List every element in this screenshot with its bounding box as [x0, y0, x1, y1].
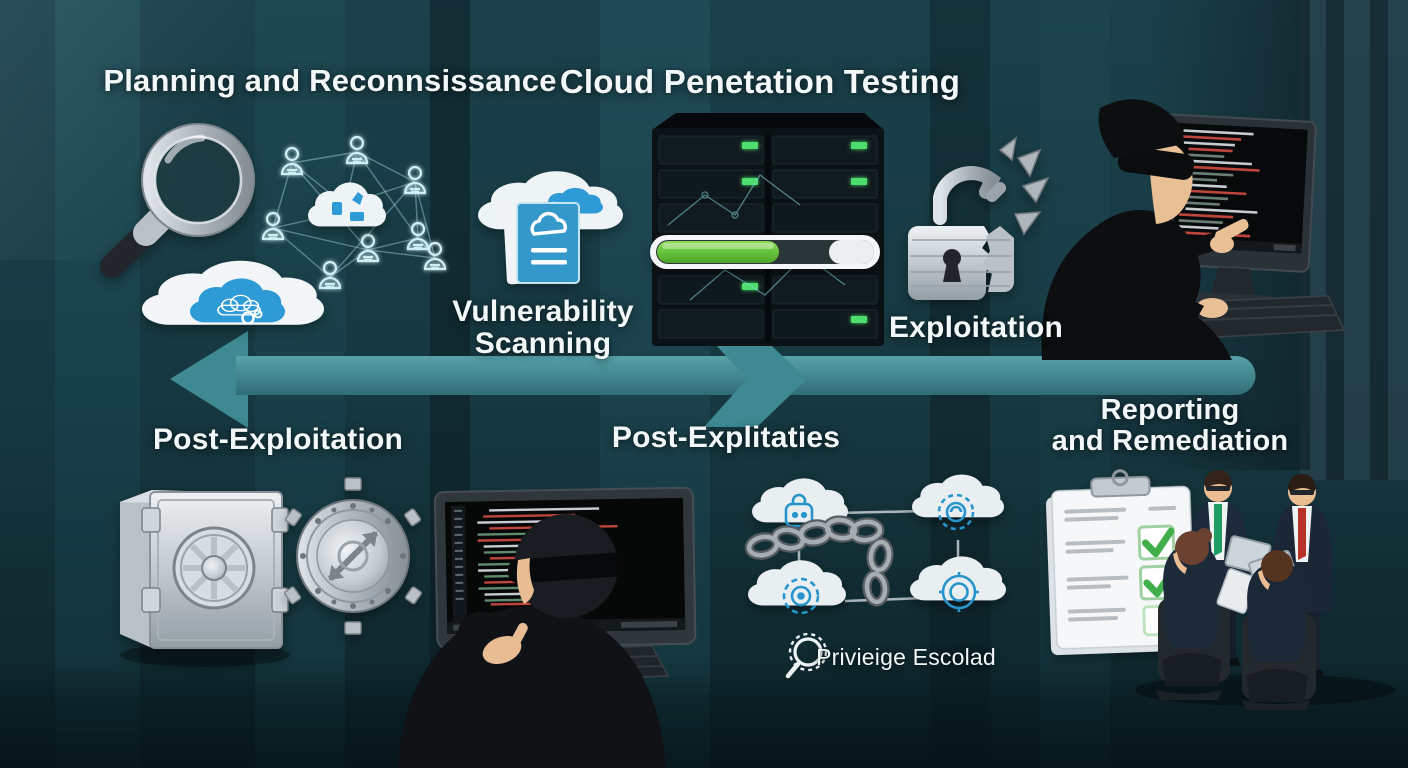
page-title: Cloud Penetation Testing — [559, 63, 961, 100]
process-arrow — [170, 331, 1256, 428]
wall-panel — [55, 0, 140, 768]
cloud-icon — [142, 260, 324, 325]
cloud-gear-icon — [937, 493, 975, 531]
cloud-chain-icon — [744, 474, 1006, 615]
phase-label-reporting-remediation: Reporting and Remediation — [1051, 394, 1289, 458]
vulnerability-scan-icon — [478, 171, 623, 285]
arrowhead-left — [170, 331, 248, 428]
cloud-settings-icon — [939, 572, 979, 612]
person-seated-woman — [1156, 528, 1298, 700]
privilege-magnifier-icon — [785, 632, 828, 679]
business-people-group — [1135, 470, 1395, 710]
vault-wheel-icon — [284, 477, 422, 635]
phase-label-post-exploitation: Post-Exploitation — [152, 423, 404, 456]
safe-icon — [120, 490, 290, 667]
user-network-icon — [261, 135, 447, 290]
hacker-top-icon — [1041, 99, 1346, 360]
phase-label-post-explitaties: Post-Explitaties — [611, 421, 841, 454]
hacker-bottom-icon — [398, 486, 697, 768]
arrowhead-right — [704, 332, 807, 427]
window-blinds — [1300, 0, 1408, 480]
server-led-labels — [742, 142, 867, 323]
phase-label-planning: Planning and Reconnsissance — [103, 63, 557, 98]
chain — [744, 515, 894, 607]
broken-padlock-icon — [908, 136, 1050, 300]
progress-bar — [650, 235, 880, 269]
progress-tail-white — [829, 240, 874, 264]
privilege-escalation-label: Privieige Escolad — [816, 644, 996, 670]
cloud-target-icon — [782, 577, 820, 615]
person-seated-man — [1242, 550, 1316, 710]
lock-shards — [998, 136, 1050, 236]
server-rack — [650, 113, 884, 346]
phase-label-exploitation: Exploitation — [888, 311, 1064, 344]
cloud-lock-icon — [784, 493, 814, 528]
magnifier-icon — [100, 123, 255, 278]
phase-label-vulnerability-scanning: Vulnerability Scanning — [452, 295, 634, 361]
network-cloud-icon — [308, 182, 386, 227]
